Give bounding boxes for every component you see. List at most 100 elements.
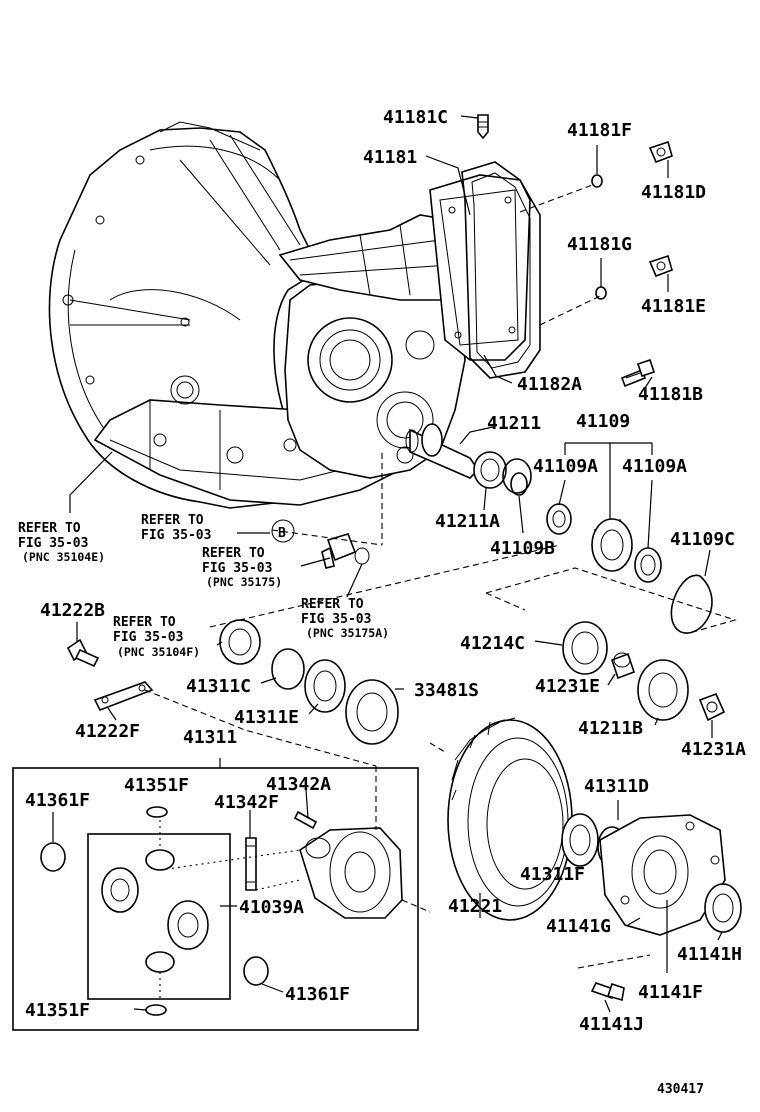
sensor-35175 [321,533,370,569]
ref3-line1: REFER TO [202,546,265,561]
bearing-41311F [561,813,599,867]
leader-lines [52,115,723,1013]
washer-41361F-bot [243,956,269,986]
label-41361F-bot: 41361F [285,984,350,1005]
label-41211B: 41211B [578,718,643,739]
washer-41351F-top [146,806,168,818]
label-41361F-top: 41361F [25,790,90,811]
output-shaft-41211 [405,423,528,496]
label-41311D: 41311D [584,776,649,797]
label-circle-b: B [278,526,286,541]
snap-ring-41109C [670,574,713,634]
label-41109B: 41109B [490,538,555,559]
reference-notes: REFER TO FIG 35-03 (PNC 35104E) REFER TO… [18,513,389,659]
label-41039A: 41039A [239,897,304,918]
label-41109A-2: 41109A [622,456,687,477]
bearing-race-41214C [562,621,608,675]
ref1-line2: FIG 35-03 [18,536,88,551]
circle-b-marker [271,519,295,543]
gasket-41181F [591,174,603,188]
transaxle-case [48,121,531,509]
part-labels: 41181C 41181 41181F 41181D 41181G 41181E… [25,107,746,1035]
plate-41222F [93,681,154,712]
label-41222F: 41222F [75,721,140,742]
plug-41181E [648,254,673,278]
label-41221: 41221 [448,896,502,917]
label-41231A: 41231A [681,739,746,760]
ref3-line3: (PNC 35175) [206,575,282,589]
label-41109C: 41109C [670,529,735,550]
bolt-41181B [620,358,656,388]
label-41181E: 41181E [641,296,706,317]
ref2-line1: REFER TO [141,513,204,528]
label-41351F-top: 41351F [124,775,189,796]
label-41109A-1: 41109A [533,456,598,477]
label-41231E: 41231E [535,676,600,697]
race-41109A-right [634,547,662,583]
pin-41342A [293,810,318,830]
plug-41181D [648,140,673,164]
label-41181G: 41181G [567,234,632,255]
washer-41351F-bot [145,1004,167,1016]
label-41311F: 41311F [520,864,585,885]
nut-41231A [698,692,726,722]
sleeve-41231E [610,652,636,680]
label-41181: 41181 [363,147,417,168]
label-41109: 41109 [576,411,630,432]
label-41342F: 41342F [214,792,279,813]
label-41311: 41311 [183,727,237,748]
label-33481S: 33481S [414,680,479,701]
label-41141G: 41141G [546,916,611,937]
bolt-41222B [66,638,100,668]
oil-seal-33481S [345,679,399,745]
label-41311E: 41311E [234,707,299,728]
bearing-41311E [304,659,346,713]
label-41141H: 41141H [677,944,742,965]
bearing-41109 [591,518,634,572]
cover-41141G [599,814,726,936]
ref5-line3: (PNC 35104F) [117,645,200,659]
snap-ring-41109B [502,458,532,494]
ref4-line3: (PNC 35175A) [306,626,389,640]
ref1-line3: (PNC 35104E) [22,550,105,564]
dash-lines [144,183,737,1002]
ref2-line2: FIG 35-03 [141,528,211,543]
bolt-41141J [590,982,625,1002]
seal-41141H [704,883,742,933]
label-41181B: 41181B [638,384,703,405]
label-41211A: 41211A [435,511,500,532]
diff-pinion-gears [101,849,209,973]
diff-case-41311 [299,827,403,919]
label-41181D: 41181D [641,182,706,203]
seal-35104F [219,619,261,665]
ring-41311C [271,648,305,690]
label-41181C: 41181C [383,107,448,128]
diff-assy-box [12,767,419,1031]
diff-gear-box [87,833,231,1000]
figure-code: 430417 [657,1082,704,1097]
label-41141F: 41141F [638,982,703,1003]
pin-41342F [245,837,257,891]
ref1-line1: REFER TO [18,521,81,536]
label-41181F: 41181F [567,120,632,141]
ref4-line1: REFER TO [301,597,364,612]
label-41222B: 41222B [40,600,105,621]
ref5-line2: FIG 35-03 [113,630,183,645]
label-41141J: 41141J [579,1014,644,1035]
breather-plug-41181C [477,114,489,140]
ref3-line2: FIG 35-03 [202,561,272,576]
ref5-line1: REFER TO [113,615,176,630]
washer-41361F-top [40,842,66,872]
label-41214C: 41214C [460,633,525,654]
ref4-line2: FIG 35-03 [301,612,371,627]
gasket-41182A [461,161,541,379]
bearing-41211B [637,659,689,721]
label-41351F-bot: 41351F [25,1000,90,1021]
label-41311C: 41311C [186,676,251,697]
label-41342A: 41342A [266,774,331,795]
ring-gear-41221 [447,717,573,921]
race-41109A-left [546,503,572,535]
label-41211: 41211 [487,413,541,434]
label-41182A: 41182A [517,374,582,395]
